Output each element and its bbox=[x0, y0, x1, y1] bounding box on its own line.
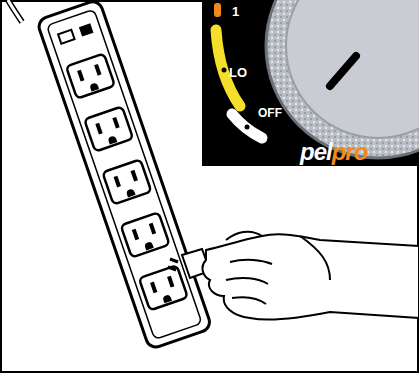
power-strip bbox=[36, 0, 212, 350]
brand-logo: pel bbox=[300, 140, 332, 164]
dial-pointer bbox=[330, 56, 356, 86]
brand-logo: pro bbox=[332, 140, 368, 164]
dial-knob bbox=[266, 0, 419, 158]
setting-mark bbox=[214, 3, 221, 17]
hand-with-plug bbox=[168, 232, 419, 320]
setting-label: OFF bbox=[258, 107, 282, 119]
cord bbox=[8, 0, 22, 22]
switch bbox=[58, 30, 74, 44]
setting-number: 1 bbox=[232, 5, 239, 18]
setting-label: LO bbox=[229, 66, 247, 79]
dial-panel bbox=[203, 0, 419, 165]
off-band bbox=[232, 114, 262, 138]
